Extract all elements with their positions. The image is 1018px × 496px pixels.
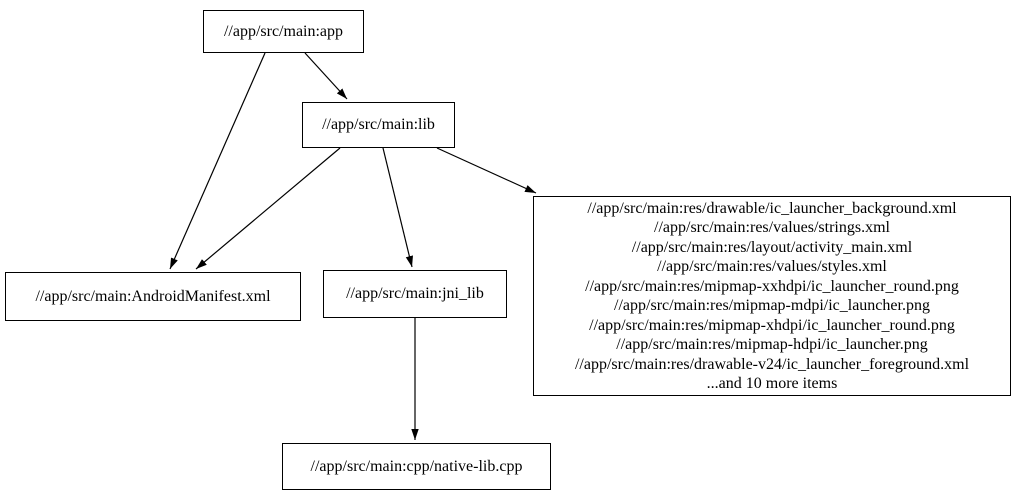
res-group-line: //app/src/main:res/values/strings.xml bbox=[654, 219, 890, 236]
graph-node-app-label: //app/src/main:app bbox=[223, 22, 344, 40]
edge-lib-to-jni-lib bbox=[382, 147, 413, 268]
res-group-line: //app/src/main:res/values/styles.xml bbox=[657, 258, 887, 275]
res-group-line: //app/src/main:res/drawable/ic_launcher_… bbox=[587, 199, 957, 217]
edge-app-to-lib bbox=[304, 52, 348, 100]
res-group-more-items: ...and 10 more items bbox=[706, 375, 838, 392]
graph-node-app: //app/src/main:app bbox=[203, 10, 364, 53]
graph-node-android-manifest: //app/src/main:AndroidManifest.xml bbox=[5, 272, 301, 321]
edge-lib-to-manifest bbox=[195, 147, 341, 270]
graph-node-jni-lib: //app/src/main:jni_lib bbox=[323, 270, 507, 318]
graph-node-lib-label: //app/src/main:lib bbox=[322, 116, 435, 133]
graph-node-res-group: //app/src/main:res/drawable/ic_launcher_… bbox=[533, 196, 1011, 396]
graph-node-native-lib-cpp: //app/src/main:cpp/native-lib.cpp bbox=[282, 443, 551, 490]
res-group-line: //app/src/main:res/mipmap-hdpi/ic_launch… bbox=[616, 336, 928, 353]
res-group-line: //app/src/main:res/mipmap-xhdpi/ic_launc… bbox=[589, 316, 955, 334]
res-group-line: //app/src/main:res/mipmap-xxhdpi/ic_laun… bbox=[585, 277, 959, 295]
res-group-line: //app/src/main:res/mipmap-mdpi/ic_launch… bbox=[614, 297, 930, 314]
edge-app-to-manifest bbox=[169, 52, 266, 270]
res-group-line: //app/src/main:res/layout/activity_main.… bbox=[631, 238, 913, 256]
graph-node-android-manifest-label: //app/src/main:AndroidManifest.xml bbox=[35, 287, 271, 305]
graph-node-jni-lib-label: //app/src/main:jni_lib bbox=[346, 285, 484, 302]
graph-node-native-lib-cpp-label: //app/src/main:cpp/native-lib.cpp bbox=[310, 457, 523, 475]
edge-lib-to-res-group bbox=[436, 147, 537, 194]
res-group-line: //app/src/main:res/drawable-v24/ic_launc… bbox=[574, 355, 970, 373]
graph-node-lib: //app/src/main:lib bbox=[302, 102, 455, 148]
